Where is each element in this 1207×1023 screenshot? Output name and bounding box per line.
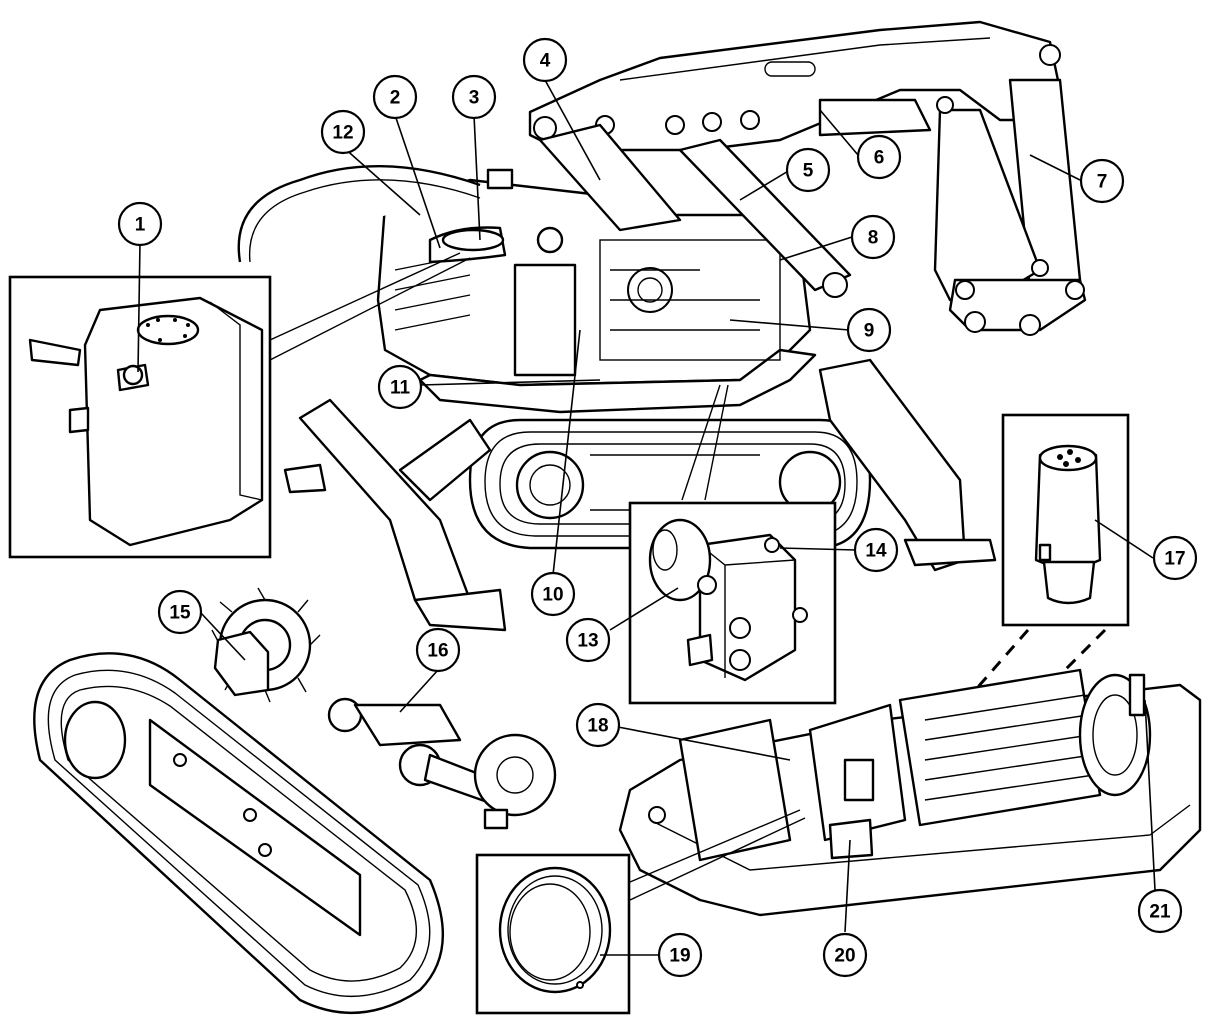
callout-17: 17 [1152, 535, 1198, 581]
callout-label-18: 18 [587, 716, 608, 737]
callout-1: 1 [117, 201, 163, 247]
callout-8: 8 [850, 214, 896, 260]
callout-circle-16 [415, 627, 461, 673]
outrigger-left [283, 398, 507, 632]
callout-circle-14 [853, 527, 899, 573]
callout-label-12: 12 [332, 123, 353, 144]
detail-box-tank [8, 275, 272, 559]
callout-circle-10 [530, 571, 576, 617]
callout-label-2: 2 [390, 88, 401, 109]
callout-label-9: 9 [864, 321, 875, 342]
power-pack [618, 668, 1202, 917]
callout-label-7: 7 [1097, 172, 1108, 193]
callout-15: 15 [157, 589, 203, 635]
callout-label-1: 1 [135, 215, 146, 236]
callout-5: 5 [785, 147, 831, 193]
callout-circle-6 [856, 134, 902, 180]
idler-wheel [327, 697, 557, 830]
callout-label-16: 16 [427, 641, 448, 662]
callout-circle-4 [522, 37, 568, 83]
callout-4: 4 [522, 37, 568, 83]
callout-label-19: 19 [669, 946, 690, 967]
callout-circle-15 [157, 589, 203, 635]
sprocket [211, 587, 321, 703]
callout-circle-2 [372, 74, 418, 120]
callout-18: 18 [575, 702, 621, 748]
callout-label-13: 13 [577, 631, 598, 652]
tank-zoom-lines [269, 252, 471, 361]
callout-label-20: 20 [834, 946, 855, 967]
detail-box-ring [475, 853, 631, 1015]
callout-label-4: 4 [540, 51, 551, 72]
callout-10: 10 [530, 571, 576, 617]
callout-label-21: 21 [1149, 902, 1171, 923]
callout-3: 3 [451, 74, 497, 120]
callout-circle-8 [850, 214, 896, 260]
callout-12: 12 [320, 109, 366, 155]
callout-7: 7 [1079, 158, 1125, 204]
callout-circle-13 [565, 617, 611, 663]
detail-box-filter [1001, 413, 1130, 627]
detail-box-valve [628, 501, 837, 705]
main-track-assembly [468, 418, 872, 550]
callout-11: 11 [377, 364, 423, 410]
callout-circle-20 [822, 932, 868, 978]
callout-9: 9 [846, 307, 892, 353]
outrigger-right [818, 358, 997, 572]
callout-14: 14 [853, 527, 899, 573]
machine-body [237, 165, 817, 414]
callout-19: 19 [657, 932, 703, 978]
callout-circle-21 [1137, 888, 1183, 934]
spare-track [33, 652, 445, 1015]
callout-circle-5 [785, 147, 831, 193]
callout-circle-18 [575, 702, 621, 748]
callout-circle-11 [377, 364, 423, 410]
callout-circle-12 [320, 109, 366, 155]
callout-2: 2 [372, 74, 418, 120]
callout-label-6: 6 [874, 148, 885, 169]
callout-circle-17 [1152, 535, 1198, 581]
callout-label-5: 5 [803, 161, 814, 182]
boom-arm [528, 20, 1087, 336]
callout-label-11: 11 [390, 378, 411, 399]
callout-16: 16 [415, 627, 461, 673]
callout-label-8: 8 [868, 228, 879, 249]
valve-zoom-lines [681, 384, 729, 501]
callout-circle-1 [117, 201, 163, 247]
callout-21: 21 [1137, 888, 1183, 934]
callout-label-14: 14 [865, 541, 887, 562]
callout-label-17: 17 [1164, 549, 1185, 570]
callout-circle-7 [1079, 158, 1125, 204]
callout-13: 13 [565, 617, 611, 663]
callout-circle-3 [451, 74, 497, 120]
callout-label-3: 3 [469, 88, 480, 109]
callout-label-15: 15 [169, 603, 191, 624]
callout-circle-9 [846, 307, 892, 353]
ring-zoom-lines [629, 809, 806, 901]
callout-circle-19 [657, 932, 703, 978]
callout-6: 6 [856, 134, 902, 180]
leader-lines [137, 79, 1156, 956]
callout-20: 20 [822, 932, 868, 978]
callout-label-10: 10 [542, 585, 563, 606]
